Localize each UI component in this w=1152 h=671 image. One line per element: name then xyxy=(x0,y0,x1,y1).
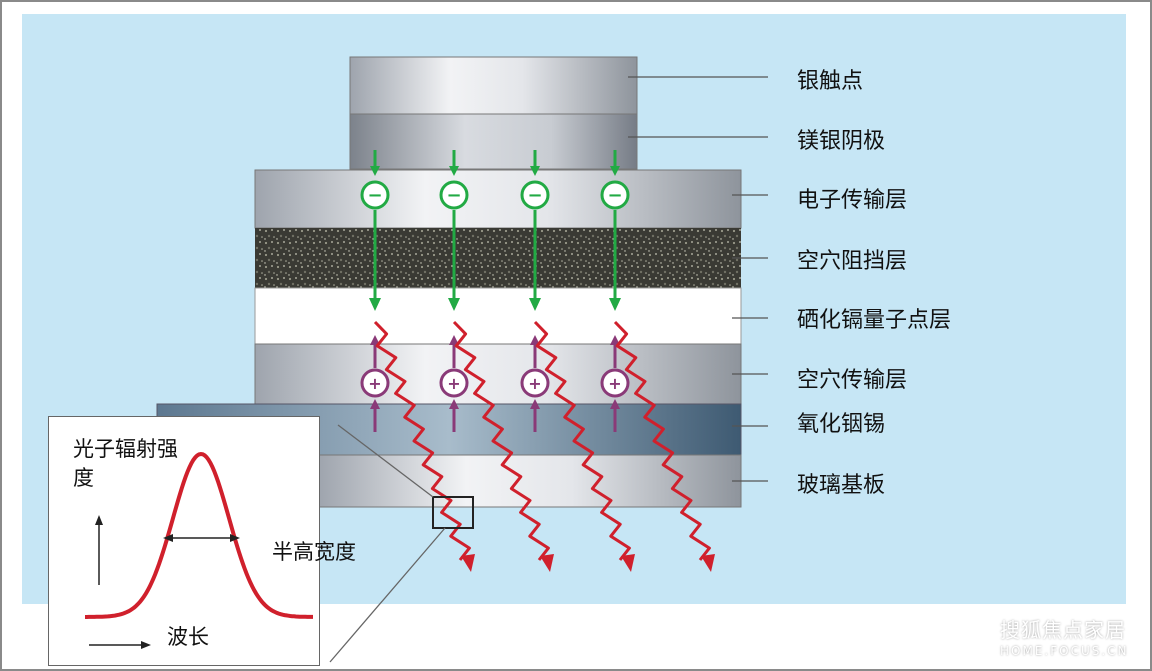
mg-ag-cathode-layer xyxy=(349,113,638,170)
emission-spectrum-inset: 光子辐射强度 波长 xyxy=(48,416,320,666)
electron-minus: − xyxy=(607,185,622,206)
hole-plus: + xyxy=(528,374,541,393)
y-arrow-head xyxy=(95,515,103,525)
quantum-dot-layer xyxy=(254,287,742,345)
photon-wave xyxy=(373,320,471,561)
hole-plus: + xyxy=(368,374,381,393)
electron-minus: − xyxy=(367,185,382,206)
hole-arrow-head xyxy=(449,399,459,409)
electron-symbol xyxy=(600,180,630,210)
hole-symbol xyxy=(360,368,390,398)
silver-contact-layer xyxy=(349,56,638,115)
photon-arrow-head xyxy=(621,554,635,572)
leader-lines xyxy=(628,76,768,482)
hole-plus: + xyxy=(608,374,621,393)
label-mg-ag-cathode: 镁银阴极 xyxy=(797,129,886,154)
electron-symbol xyxy=(439,180,469,210)
photon-wave xyxy=(452,320,550,561)
electron-arrow-head xyxy=(530,166,540,176)
hole-transport-layer xyxy=(254,343,742,405)
electron-arrow-head xyxy=(448,298,460,311)
fwhm-arrow-right xyxy=(230,534,240,542)
hole-symbol xyxy=(520,368,550,398)
electron-symbol xyxy=(520,180,550,210)
electron-symbol xyxy=(360,180,390,210)
label-hole-transport: 空穴传输层 xyxy=(797,368,908,393)
label-silver-contact: 银触点 xyxy=(797,69,864,94)
label-electron-transport: 电子传输层 xyxy=(797,188,908,213)
electron-arrow-head xyxy=(529,298,541,311)
photon-arrow-head xyxy=(540,554,554,572)
electron-arrow-head xyxy=(609,298,621,311)
emission-curve xyxy=(85,451,313,619)
label-hole-blocking: 空穴阻挡层 xyxy=(797,249,908,274)
inset-x-label: 波长 xyxy=(167,625,209,649)
photon-wave xyxy=(613,320,711,561)
electron-arrow-head xyxy=(369,298,381,311)
hole-symbol xyxy=(600,368,630,398)
photon-wave xyxy=(533,320,631,561)
electron-arrow-head xyxy=(449,166,459,176)
hole-arrow-head xyxy=(610,399,620,409)
zoom-box xyxy=(432,496,474,529)
fwhm-arrow-left xyxy=(163,534,173,542)
inset-y-label: 光子辐射强度 xyxy=(73,437,178,490)
hole-arrow-head xyxy=(449,335,459,345)
electron-minus: − xyxy=(446,185,461,206)
hole-arrow-head xyxy=(530,399,540,409)
photon-arrow-head xyxy=(701,554,715,572)
hole-arrow-head xyxy=(370,399,380,409)
hole-blocking-layer xyxy=(255,228,741,288)
electron-arrow-head xyxy=(610,166,620,176)
spectrum-plot xyxy=(85,451,313,649)
electron-minus: − xyxy=(527,185,542,206)
fwhm-label: 半高宽度 xyxy=(272,540,356,564)
hole-arrow-head xyxy=(370,335,380,345)
watermark-logo: 搜狐焦点家居 xyxy=(1000,618,1126,642)
hole-arrow-head xyxy=(530,335,540,345)
hole-symbol xyxy=(439,368,469,398)
x-arrow-head xyxy=(141,641,151,649)
hole-plus: + xyxy=(447,374,460,393)
photon-arrow-head xyxy=(461,554,475,572)
label-glass: 玻璃基板 xyxy=(797,473,886,498)
label-qd-layer: 硒化镉量子点层 xyxy=(797,308,952,333)
watermark-url: HOME.FOCUS.CN xyxy=(1000,644,1129,658)
electron-transport-layer xyxy=(254,169,742,229)
electron-arrow-head xyxy=(370,166,380,176)
label-ito: 氧化铟锡 xyxy=(797,412,886,437)
hole-arrow-head xyxy=(610,335,620,345)
